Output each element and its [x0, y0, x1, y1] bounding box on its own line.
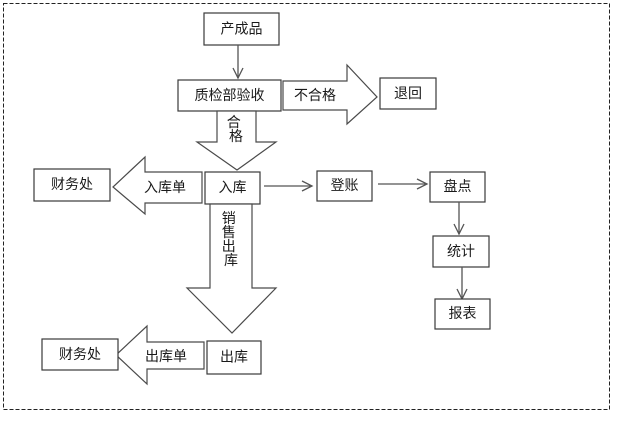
arrow-outbound-slip-label: 出库单: [145, 349, 187, 365]
node-return-label: 退回: [394, 86, 422, 102]
arrow-sales-outbound-label: 销 售 出 库: [222, 211, 240, 269]
node-outbound-label: 出库: [220, 350, 248, 366]
arrow-inbound-slip: 入库单: [112, 155, 203, 216]
arrow-outbound-slip: 出库单: [115, 324, 205, 386]
node-product: 产成品: [203, 12, 280, 46]
arrow-unqualified: 不合格: [282, 63, 378, 126]
node-product-label: 产成品: [221, 22, 263, 38]
arrow-sales-outbound: 销 售 出 库: [185, 203, 278, 334]
node-outbound: 出库: [206, 340, 262, 375]
edge-inbound-to-ledger: [264, 180, 314, 192]
vertical-label-char: 格: [229, 129, 243, 145]
edge-inventory-to-statistics: [453, 202, 465, 236]
arrow-unqualified-label: 不合格: [294, 88, 336, 104]
node-statistics: 统计: [432, 235, 490, 268]
vertical-label-char: 合: [227, 115, 241, 131]
node-inbound-label: 入库: [219, 180, 247, 196]
node-ledger: 登账: [316, 170, 373, 202]
vertical-label-char: 出: [222, 239, 236, 255]
node-qc: 质检部验收: [177, 79, 282, 112]
node-finance-out: 财务处: [41, 338, 119, 371]
vertical-label-char: 销: [222, 211, 236, 227]
arrow-qualified-label: 合 格: [227, 115, 245, 145]
node-inbound: 入库: [204, 171, 261, 205]
edge-product-to-qc: [232, 45, 244, 80]
vertical-label-char: 库: [224, 253, 238, 269]
node-ledger-label: 登账: [331, 178, 359, 194]
node-finance-in: 财务处: [33, 168, 111, 202]
node-report: 报表: [434, 298, 491, 330]
dashed-frame: [3, 3, 610, 410]
node-qc-label: 质检部验收: [195, 88, 265, 104]
arrow-inbound-slip-label: 入库单: [144, 180, 186, 196]
node-report-label: 报表: [449, 306, 477, 322]
edge-statistics-to-report: [456, 267, 468, 301]
vertical-label-char: 售: [222, 225, 236, 241]
node-finance-out-label: 财务处: [59, 347, 101, 363]
node-finance-in-label: 财务处: [51, 177, 93, 193]
arrow-qualified: 合 格: [195, 110, 278, 171]
node-inventory-label: 盘点: [444, 178, 472, 195]
node-statistics-label: 统计: [447, 244, 475, 260]
edge-ledger-to-inventory: [378, 178, 429, 190]
node-inventory: 盘点: [429, 171, 486, 203]
node-return: 退回: [379, 77, 437, 110]
